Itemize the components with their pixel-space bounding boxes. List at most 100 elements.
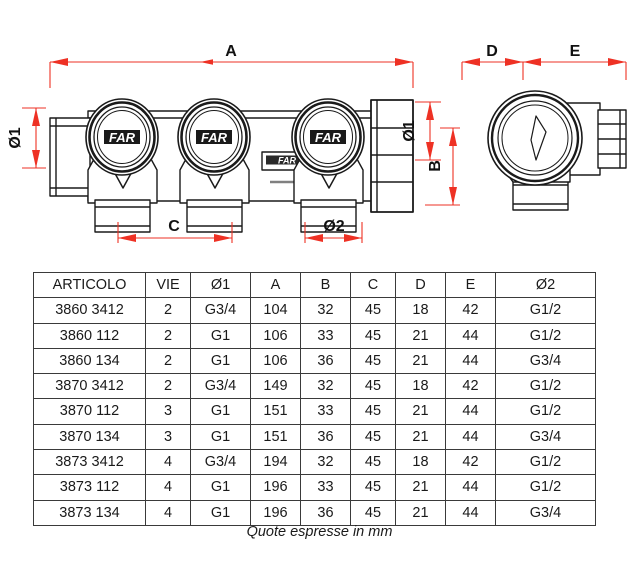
table-cell-r2-c7: 44 xyxy=(445,347,496,375)
table-cell-r3-c3: 149 xyxy=(250,373,301,400)
table-cell-r6-c7: 42 xyxy=(445,449,496,476)
table-cell-r0-c5: 45 xyxy=(350,297,396,324)
table-cell-r1-c6: 21 xyxy=(395,322,446,349)
table-header-cell-5: C xyxy=(350,271,396,299)
table-cell-r8-c1: 4 xyxy=(145,499,191,526)
table-caption: Quote espresse in mm xyxy=(246,524,393,540)
dim-label-d2: Ø2 xyxy=(323,218,344,235)
table-cell-r8-c2: G1 xyxy=(190,499,251,526)
table-cell-r5-c1: 3 xyxy=(145,423,191,451)
svg-text:FAR: FAR xyxy=(201,130,228,145)
table-cell-r0-c2: G3/4 xyxy=(190,297,251,324)
table-cell-r6-c8: G1/2 xyxy=(495,449,596,476)
valve-assembly-3 xyxy=(290,97,366,233)
table-cell-r2-c3: 106 xyxy=(250,347,301,375)
table-cell-r5-c7: 44 xyxy=(445,423,496,451)
table-cell-r3-c2: G3/4 xyxy=(190,373,251,400)
table-cell-r8-c4: 36 xyxy=(300,499,351,526)
table-cell-r1-c1: 2 xyxy=(145,322,191,349)
table-cell-r0-c3: 104 xyxy=(250,297,301,324)
table-cell-r2-c0: 3860 134 xyxy=(33,347,146,375)
dim-label-e: E xyxy=(570,43,581,60)
right-end-fitting xyxy=(370,99,414,213)
table-cell-r1-c5: 45 xyxy=(350,322,396,349)
table-cell-r5-c4: 36 xyxy=(300,423,351,451)
table-cell-r3-c7: 42 xyxy=(445,373,496,400)
dim-label-d: D xyxy=(486,43,498,60)
table-cell-r5-c2: G1 xyxy=(190,423,251,451)
valve-assembly-1 xyxy=(84,97,160,233)
table-cell-r3-c1: 2 xyxy=(145,373,191,400)
table-cell-r8-c3: 196 xyxy=(250,499,301,526)
technical-drawing: FAR FAR FAR FAR xyxy=(0,0,639,262)
table-cell-r4-c0: 3870 112 xyxy=(33,398,146,425)
table-cell-r5-c6: 21 xyxy=(395,423,446,451)
table-cell-r1-c7: 44 xyxy=(445,322,496,349)
table-cell-r7-c4: 33 xyxy=(300,474,351,501)
table-header-cell-6: D xyxy=(395,271,446,299)
table-cell-r8-c6: 21 xyxy=(395,499,446,526)
table-cell-r0-c7: 42 xyxy=(445,297,496,324)
dim-label-a: A xyxy=(225,43,237,60)
table-header-cell-4: B xyxy=(300,271,351,299)
manifold-side-view xyxy=(487,90,627,211)
table-cell-r5-c0: 3870 134 xyxy=(33,423,146,451)
table-cell-r1-c4: 33 xyxy=(300,322,351,349)
table-cell-r7-c1: 4 xyxy=(145,474,191,501)
table-cell-r6-c3: 194 xyxy=(250,449,301,476)
table-cell-r0-c6: 18 xyxy=(395,297,446,324)
table-cell-r0-c8: G1/2 xyxy=(495,297,596,324)
table-cell-r0-c4: 32 xyxy=(300,297,351,324)
table-cell-r7-c2: G1 xyxy=(190,474,251,501)
table-header-cell-0: ARTICOLO xyxy=(33,271,146,299)
table-cell-r1-c8: G1/2 xyxy=(495,322,596,349)
table-cell-r5-c3: 151 xyxy=(250,423,301,451)
table-cell-r2-c4: 36 xyxy=(300,347,351,375)
dimension-lines xyxy=(22,58,627,243)
table-cell-r1-c3: 106 xyxy=(250,322,301,349)
svg-text:FAR: FAR xyxy=(315,130,342,145)
dim-label-d1-left: Ø1 xyxy=(7,127,24,148)
left-end-fitting xyxy=(49,117,91,197)
table-cell-r0-c0: 3860 3412 xyxy=(33,297,146,324)
table-cell-r2-c8: G3/4 xyxy=(495,347,596,375)
dim-label-c: C xyxy=(168,218,180,235)
table-cell-r6-c6: 18 xyxy=(395,449,446,476)
table-cell-r8-c0: 3873 134 xyxy=(33,499,146,526)
table-cell-r4-c5: 45 xyxy=(350,398,396,425)
table-cell-r6-c4: 32 xyxy=(300,449,351,476)
dim-label-d1-right: Ø1 xyxy=(401,120,418,141)
table-cell-r7-c3: 196 xyxy=(250,474,301,501)
side-threaded-spigot xyxy=(597,109,627,169)
table-header-cell-8: Ø2 xyxy=(495,271,596,299)
table-cell-r6-c5: 45 xyxy=(350,449,396,476)
dim-label-b: B xyxy=(427,160,444,172)
table-cell-r8-c5: 45 xyxy=(350,499,396,526)
table-cell-r4-c7: 44 xyxy=(445,398,496,425)
table-cell-r3-c0: 3870 3412 xyxy=(33,373,146,400)
table-cell-r0-c1: 2 xyxy=(145,297,191,324)
table-cell-r4-c6: 21 xyxy=(395,398,446,425)
table-cell-r4-c4: 33 xyxy=(300,398,351,425)
table-header-cell-3: A xyxy=(250,271,301,299)
table-cell-r3-c4: 32 xyxy=(300,373,351,400)
table-cell-r3-c5: 45 xyxy=(350,373,396,400)
table-cell-r6-c1: 4 xyxy=(145,449,191,476)
table-cell-r5-c8: G3/4 xyxy=(495,423,596,451)
table-cell-r4-c2: G1 xyxy=(190,398,251,425)
table-cell-r4-c1: 3 xyxy=(145,398,191,425)
table-header-cell-1: VIE xyxy=(145,271,191,299)
table-cell-r3-c8: G1/2 xyxy=(495,373,596,400)
table-cell-r7-c5: 45 xyxy=(350,474,396,501)
table-cell-r3-c6: 18 xyxy=(395,373,446,400)
